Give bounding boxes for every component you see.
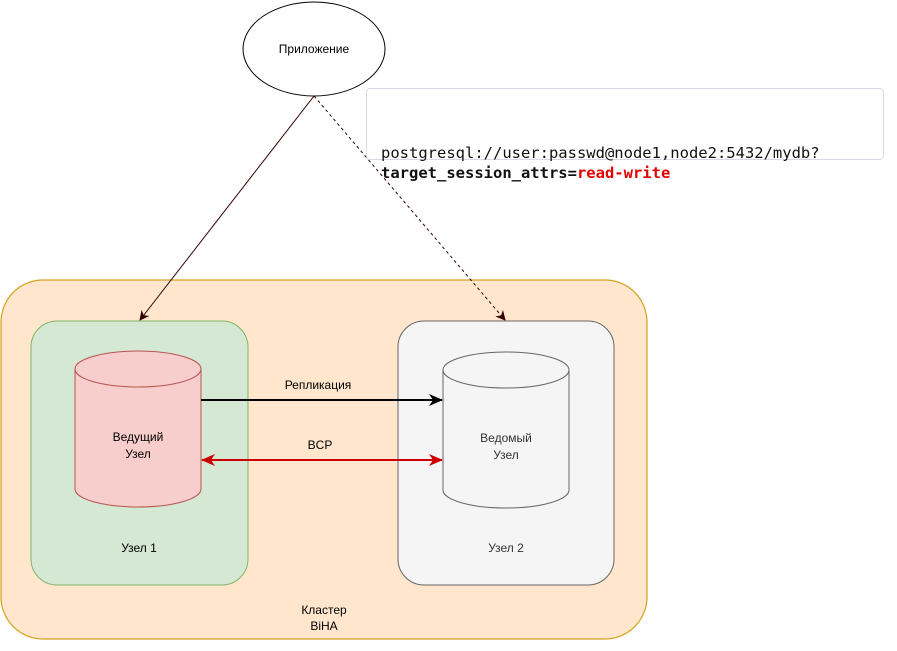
leader-db-label-line2: Узел xyxy=(125,447,151,461)
replication-label: Репликация xyxy=(285,378,352,392)
application-node[interactable]: Приложение xyxy=(242,1,386,97)
follower-db-cylinder[interactable]: Ведомый Узел xyxy=(442,351,570,509)
leader-db-cylinder[interactable]: Ведущий Узел xyxy=(74,350,202,508)
connection-param-name: target_session_attrs= xyxy=(381,164,577,182)
app-to-node1-connector xyxy=(139,95,315,321)
connection-param-value: read-write xyxy=(576,164,671,182)
node2-label: Узел 2 xyxy=(488,541,524,555)
application-label: Приложение xyxy=(279,42,350,56)
app-to-node2-connector xyxy=(313,95,506,321)
connection-string-line1: postgresql://user:passwd@node1,node2:543… xyxy=(381,144,820,162)
leader-db-label-line1: Ведущий xyxy=(113,430,164,444)
follower-db-label-line1: Ведомый xyxy=(480,431,532,445)
connection-string-line2: target_session_attrs=read-write xyxy=(381,163,883,183)
cluster-label-line2: BiHA xyxy=(310,619,337,633)
cluster-label-line1: Кластер xyxy=(301,603,347,617)
bcp-label: BCP xyxy=(308,438,333,452)
connection-string-box: postgresql://user:passwd@node1,node2:543… xyxy=(366,88,884,182)
node1-label: Узел 1 xyxy=(121,541,157,555)
follower-db-label-line2: Узел xyxy=(493,448,519,462)
